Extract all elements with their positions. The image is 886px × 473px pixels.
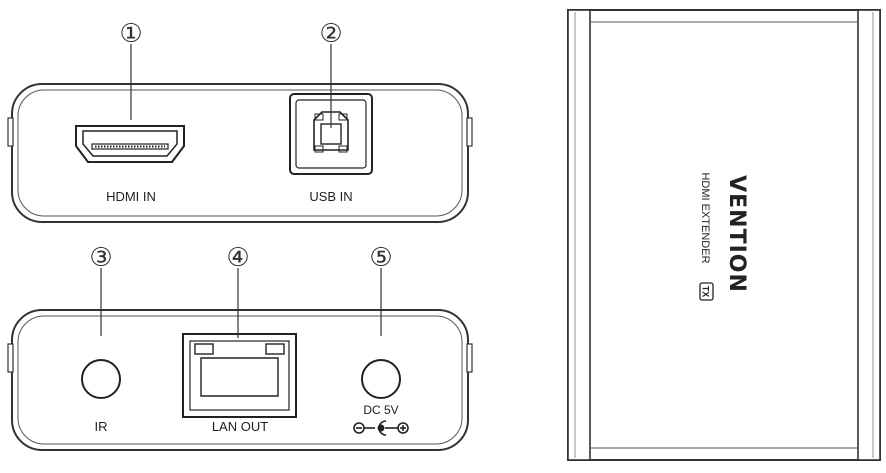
ir-port-icon [81,359,121,399]
rj45-port-icon [182,333,297,418]
model-text: HDMI EXTENDER [699,172,711,263]
dc-polarity-icon [353,420,409,436]
dc-5v-label: DC 5V [363,403,398,417]
callout-5: ⑤ [369,243,393,336]
tx-badge-text: TX [701,286,711,298]
callout-4-number: ④ [226,243,249,273]
callout-4: ④ [226,243,250,338]
top-panel [7,83,473,223]
lan-out-label: LAN OUT [212,419,268,434]
tx-badge [699,282,714,301]
callout-2-number: ② [319,19,342,49]
hdmi-port-icon [75,125,185,163]
dc-port-icon [361,359,401,399]
callout-1: ① [119,19,143,120]
hdmi-in-label: HDMI IN [106,189,156,204]
callout-3: ③ [89,243,113,336]
usb-in-label: USB IN [309,189,352,204]
ir-label: IR [95,419,108,434]
device-top-view [567,9,881,461]
callout-2: ② [319,19,343,128]
callout-3-number: ③ [89,243,112,273]
device-branding: VENTION HDMI EXTENDER TX [699,172,749,301]
callout-5-number: ⑤ [369,243,392,273]
brand-logo-text: VENTION [724,175,749,293]
callout-1-number: ① [119,19,142,49]
